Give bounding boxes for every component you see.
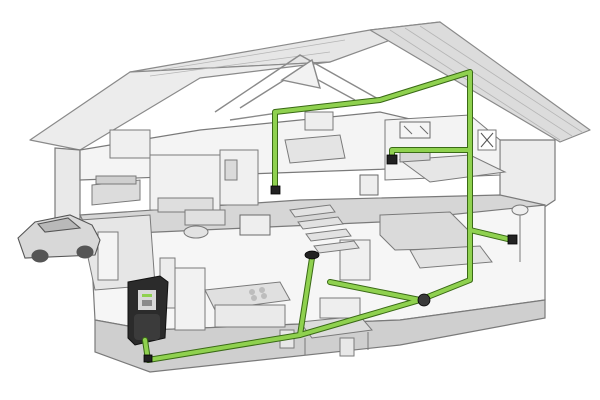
wall-inlets [143,154,518,363]
car-windshield [36,217,82,233]
roof-shingles [149,25,583,141]
inlet-right-wall [507,234,518,245]
inlet-floor-center [304,250,320,260]
vacuum-canister [134,314,160,340]
car-wheel-front [31,249,49,263]
fridge [174,267,206,331]
central-vacuum-unit [127,275,169,346]
right-exterior-wall [499,139,556,211]
car [17,214,101,263]
bedroom-upper-left [91,129,221,213]
vacuum-pipe-network [142,69,515,363]
main-pipe-run [143,70,472,362]
wall-decor [239,121,431,236]
inlet-upper-center [270,185,281,195]
car-wheel-rear [76,245,94,259]
staircase [289,204,360,254]
branch-pipe-right [468,228,514,242]
bathroom [183,149,259,239]
inlet-garage [143,354,153,363]
kitchen [159,257,291,331]
inlet-bedroom-right [386,154,398,165]
inlet-living-floor [417,293,431,307]
branch-pipe-center [298,256,314,337]
bed-center [284,111,346,164]
counter [204,281,291,311]
branch-pipe-living [328,280,422,302]
roof-left-slope [29,61,331,151]
roof [29,21,591,151]
bed [398,154,507,183]
